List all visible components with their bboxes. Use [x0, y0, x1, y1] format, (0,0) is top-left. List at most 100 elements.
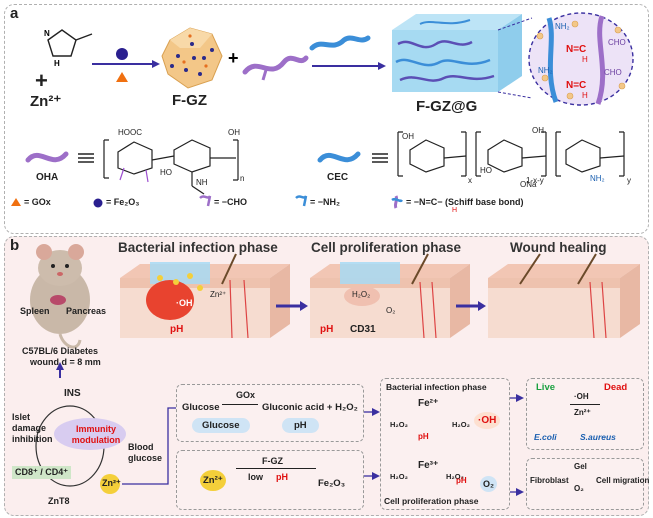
- fgz-arrow: [236, 468, 316, 469]
- fgz-low: low: [248, 472, 263, 482]
- bacteria-oh: ·OH: [574, 392, 589, 401]
- skin2-cd31: CD31: [350, 324, 376, 335]
- skin-block-2: [310, 253, 470, 339]
- panel-a-label: a: [10, 5, 19, 22]
- oha-nh: NH: [196, 178, 208, 187]
- svg-text:H: H: [54, 59, 60, 68]
- fgz-particle: [161, 27, 223, 89]
- cycle-immunity: Immunity modulation: [71, 424, 121, 445]
- oha-label: OHA: [36, 172, 59, 183]
- cec-oh-2: OH: [532, 126, 544, 135]
- legend-schiff: = −N=C− (Schiff base bond): [406, 197, 524, 207]
- glucose-pill: Glucose: [192, 418, 250, 433]
- fgz-zn: Zn²⁺: [200, 470, 226, 491]
- fenton-o2: O₂: [480, 476, 497, 492]
- legend-nh2: = −NH₂: [310, 197, 341, 207]
- migration-gel: Gel: [574, 462, 587, 471]
- inset-imine-1: N=C: [566, 44, 587, 55]
- inset-nh2-2: NH₂: [538, 66, 553, 75]
- oha-hooc: HOOC: [118, 128, 142, 137]
- fe2o3-dot: [116, 48, 128, 60]
- cycle-blood: Blood glucose: [128, 442, 163, 463]
- legend-cho-icon: [199, 195, 212, 207]
- imidazole-structure: [47, 29, 93, 57]
- skin2-ph: pH: [320, 324, 334, 335]
- cec-ona: ONa: [520, 180, 537, 189]
- inset-h-1: H: [582, 55, 588, 64]
- skin-block-1: [120, 253, 290, 339]
- fenton-h2o2-bottom-right: H₂O₂: [446, 472, 464, 481]
- migration-fibroblast: Fibroblast: [530, 476, 569, 485]
- fenton-ph-left: pH: [418, 432, 429, 441]
- zn-ion-label: Zn²⁺: [30, 93, 62, 110]
- legend-gox: = GOx: [24, 197, 51, 207]
- cec-label: CEC: [327, 172, 349, 183]
- inset-h-2: H: [582, 91, 588, 100]
- migration-box: [526, 458, 644, 510]
- bacteria-zn: Zn²⁺: [574, 408, 591, 417]
- migration-o2: O₂: [574, 484, 584, 493]
- cycle-znt8: ZnT8: [48, 496, 70, 506]
- phase-proliferation: Cell proliferation phase: [311, 240, 462, 255]
- oha-ho: HO: [160, 168, 172, 177]
- legend-schiff-h: H: [452, 207, 458, 214]
- skin-block-3: [488, 253, 640, 339]
- fgz-fe2o3: Fe₂O₃: [318, 478, 346, 489]
- phase-healing: Wound healing: [510, 240, 607, 255]
- svg-text:N: N: [44, 29, 50, 38]
- cec-oh-1: OH: [402, 132, 414, 141]
- glucose-box: [176, 384, 364, 442]
- fenton-fe3: Fe³⁺: [418, 460, 439, 471]
- schiff-base-inset: [528, 12, 634, 106]
- cec-structure: [397, 131, 625, 177]
- glucose-arrow: [222, 404, 258, 405]
- skin2-h2o2: H₂O₂: [352, 290, 371, 299]
- svg-text:+: +: [228, 48, 239, 68]
- cycle-zn: Zn²⁺: [102, 478, 121, 488]
- oha-oh: OH: [228, 128, 240, 137]
- inset-cho-2: CHO: [604, 68, 622, 77]
- phase-bacterial: Bacterial infection phase: [118, 240, 278, 255]
- cec-y: y: [627, 176, 631, 185]
- cycle-islet: Islet damage inhibition: [12, 412, 53, 444]
- bacteria-saureus: S.aureus: [580, 432, 616, 442]
- cycle-ins: INS: [64, 388, 81, 399]
- skin1-zn: Zn²⁺: [210, 290, 227, 299]
- mouse-model: C57BL/6 Diabetes: [22, 346, 99, 356]
- glucose-text: Glucose: [182, 402, 220, 413]
- cec-ho: HO: [480, 166, 492, 175]
- inset-imine-2: N=C: [566, 80, 587, 91]
- fenton-ph-right: pH: [456, 476, 467, 485]
- skin1-ph: pH: [170, 324, 184, 335]
- fenton-h2o2-left: H₂O₂: [390, 420, 408, 429]
- immune-cycle: [35, 405, 126, 494]
- legend-cho: = −CHO: [214, 197, 248, 207]
- glucose-gox: GOx: [236, 390, 256, 400]
- ph-pill: pH: [282, 418, 319, 433]
- migration-text: Cell migration: [596, 476, 650, 485]
- cec-x: x: [468, 176, 472, 185]
- cycle-cd: CD8⁺ / CD4⁺: [12, 466, 72, 479]
- legend-nh2-icon: [295, 195, 308, 207]
- skin2-o2: O₂: [386, 306, 396, 315]
- gox-triangle: [116, 72, 128, 82]
- fgzg-label: F-GZ@G: [416, 98, 478, 115]
- fenton-oh: ·OH: [474, 412, 501, 429]
- panel-b-label: b: [10, 237, 20, 254]
- inset-cho-1: CHO: [608, 38, 626, 47]
- fenton-h2o2-bottom-left: H₂O₂: [390, 472, 408, 481]
- mouse-wound: wound d = 8 mm: [30, 357, 101, 367]
- fenton-h2o2-right: H₂O₂: [452, 420, 470, 429]
- bacteria-arrow: [570, 404, 600, 405]
- fgz-ph: pH: [276, 472, 288, 482]
- bacteria-box: [526, 378, 644, 450]
- cec-nh2: NH₂: [590, 174, 605, 183]
- fenton-bottom: Cell proliferation phase: [384, 496, 479, 506]
- oha-n: n: [240, 174, 245, 183]
- legend-fe2o3: = Fe₂O₃: [106, 197, 140, 207]
- fgz-label-b: F-GZ: [262, 456, 283, 466]
- fgz-label: F-GZ: [172, 92, 207, 109]
